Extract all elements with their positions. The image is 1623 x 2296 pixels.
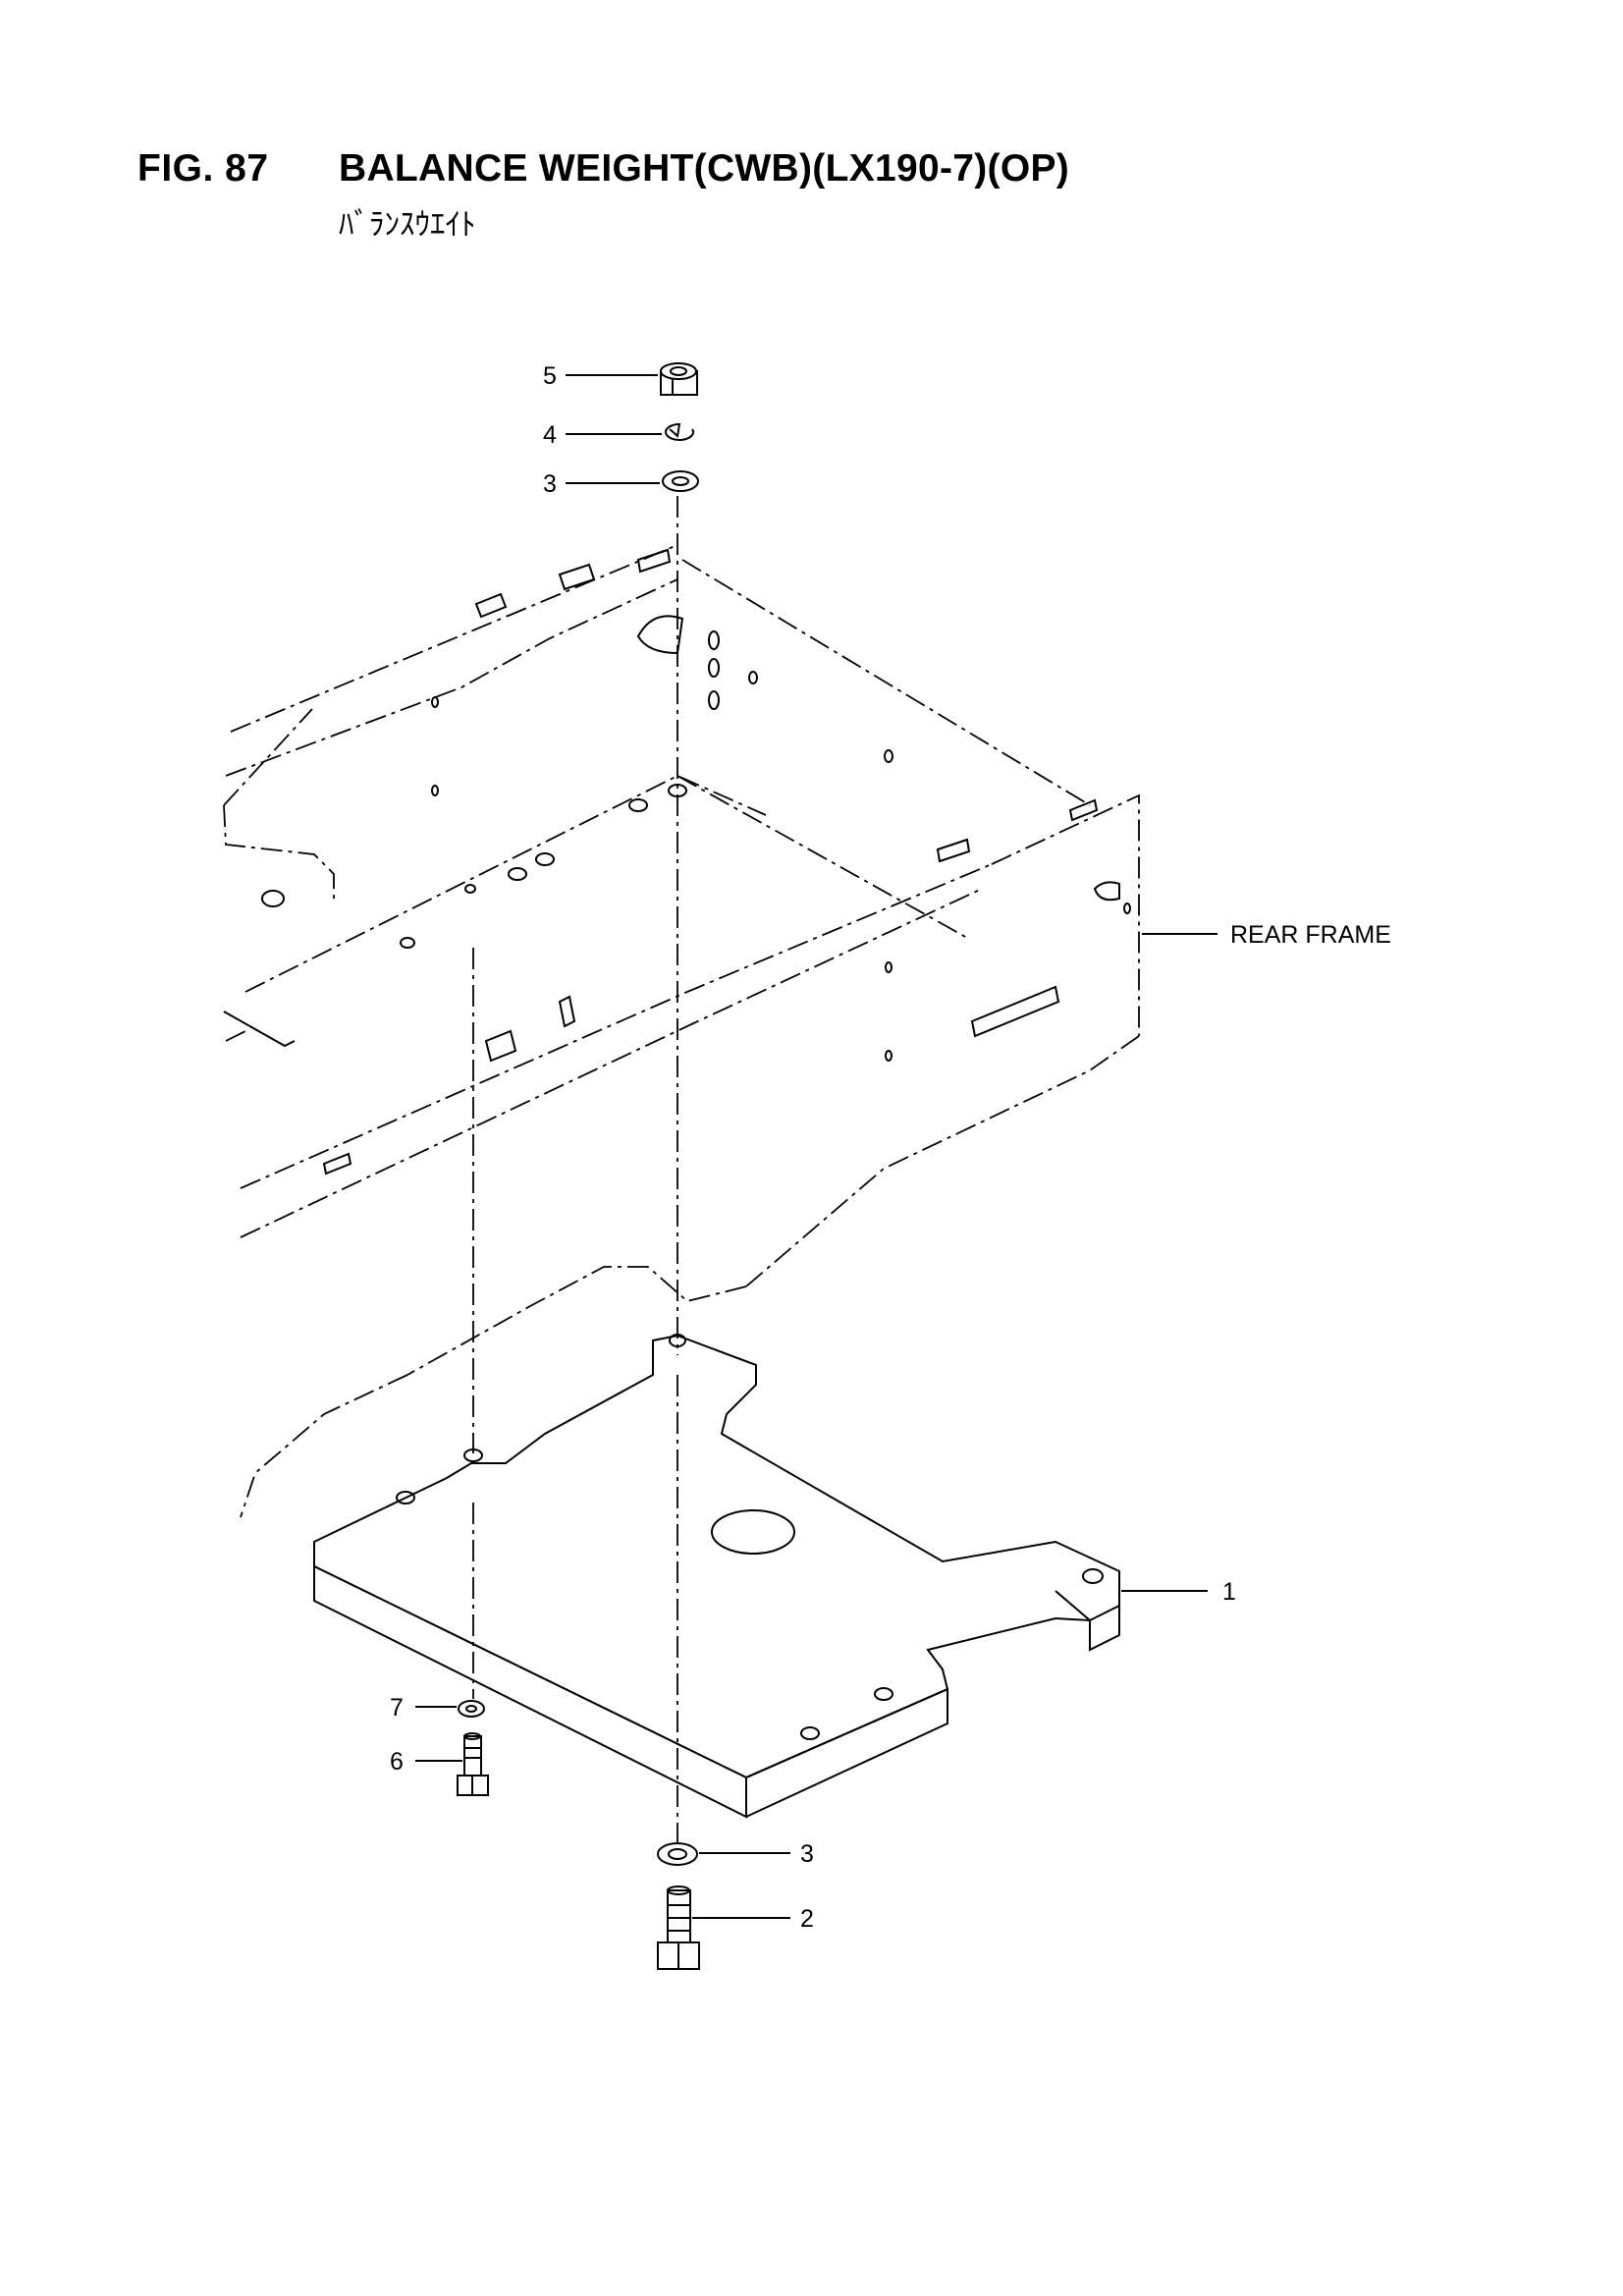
figure-subtitle: ﾊﾞﾗﾝｽｳｴｲﾄ — [339, 207, 476, 242]
bolt-icon — [657, 1886, 700, 1970]
callout-1: 1 — [1222, 1578, 1236, 1606]
spring-washer-icon — [665, 422, 694, 441]
callout-5: 5 — [543, 362, 557, 390]
washer-bottom-icon — [657, 1842, 698, 1866]
balance-weight-plate — [313, 1334, 1120, 1819]
callout-6: 6 — [390, 1748, 404, 1776]
nut-icon — [660, 362, 698, 396]
callout-3-bottom: 3 — [800, 1840, 814, 1868]
callout-3-top: 3 — [543, 470, 557, 498]
figure-title: BALANCE WEIGHT(CWB)(LX190-7)(OP) — [339, 147, 1070, 190]
bolt-small-icon — [457, 1732, 489, 1796]
leader-lines — [415, 374, 1217, 1919]
rear-frame-outline — [223, 544, 1140, 1518]
figure-number: FIG. 87 — [137, 147, 269, 190]
washer-icon — [662, 470, 699, 492]
callout-4: 4 — [543, 421, 557, 449]
washer-small-icon — [458, 1700, 485, 1718]
assembly-axes — [472, 496, 678, 1856]
callout-7: 7 — [390, 1694, 404, 1722]
rear-frame-label: REAR FRAME — [1230, 921, 1391, 949]
callout-2: 2 — [800, 1905, 814, 1933]
